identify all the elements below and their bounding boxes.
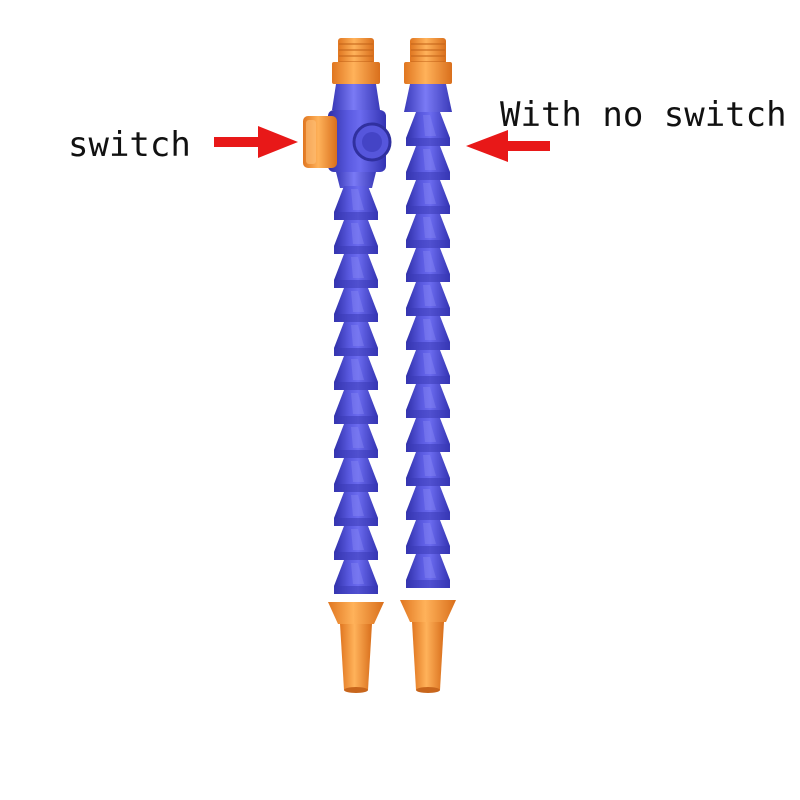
hose-without-switch <box>400 38 456 693</box>
no-switch-label: With no switch <box>500 95 787 135</box>
hose-with-switch <box>303 38 392 693</box>
arrow-left-icon <box>466 130 550 162</box>
arrow-right-icon <box>214 126 298 158</box>
switch-label: switch <box>68 125 191 165</box>
